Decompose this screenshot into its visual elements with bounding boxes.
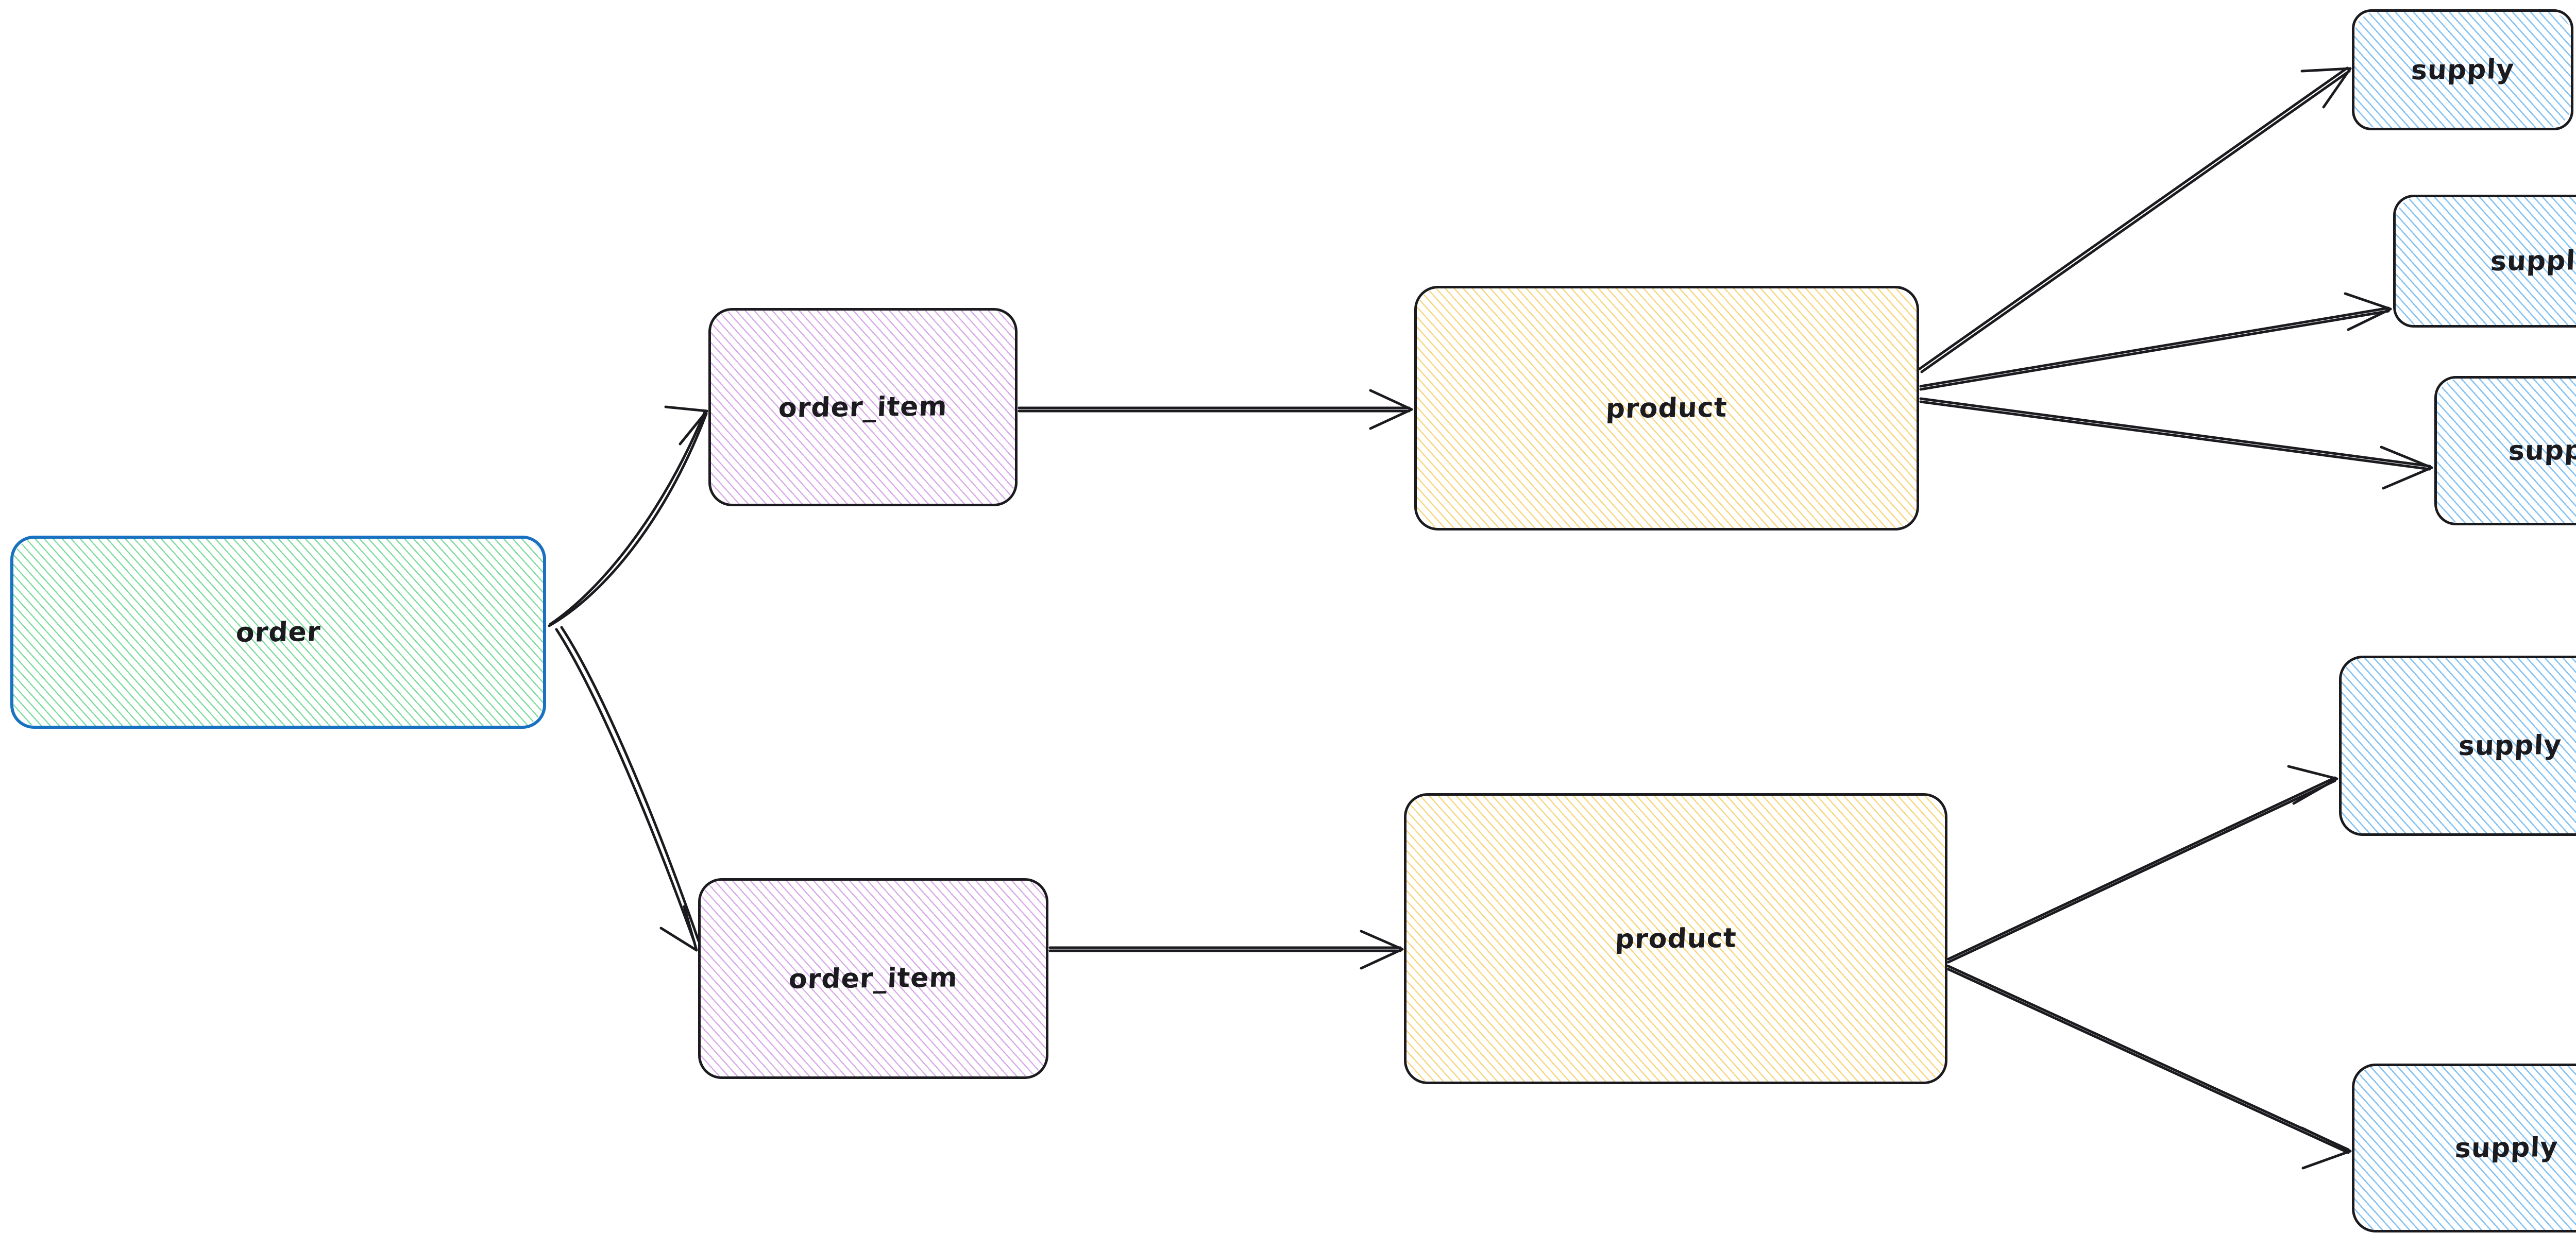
edge-product-2-to-supply-5 (1947, 965, 2352, 1170)
node-label: order (235, 616, 321, 648)
node-label: product (1605, 392, 1728, 424)
node-supply-4[interactable]: supply (2339, 656, 2576, 836)
node-order-item-1[interactable]: order_item (708, 308, 1018, 506)
edge-order-item-1-to-product-1 (1018, 389, 1413, 430)
node-label: product (1614, 922, 1737, 955)
node-fill-hatch (2342, 658, 2576, 833)
node-supply-3[interactable]: supply (2434, 376, 2576, 525)
node-label: supply (2410, 54, 2515, 86)
node-supply-2[interactable]: supply (2393, 195, 2576, 328)
node-label: order_item (788, 962, 959, 995)
node-order[interactable]: order (10, 536, 546, 729)
node-fill-hatch (2437, 379, 2576, 523)
node-label: supply (2507, 434, 2576, 467)
edge-product-1-to-supply-2 (1919, 292, 2392, 391)
node-fill-hatch (701, 881, 1046, 1076)
node-order-item-2[interactable]: order_item (698, 878, 1048, 1079)
edge-product-1-to-supply-1 (1918, 66, 2352, 373)
edge-order-to-order-item-1 (548, 405, 708, 627)
node-label: supply (2489, 245, 2576, 278)
edge-product-1-to-supply-3 (1919, 397, 2433, 490)
node-fill-hatch (2354, 1066, 2576, 1230)
node-fill-hatch (711, 311, 1015, 504)
node-supply-5[interactable]: supply (2352, 1064, 2576, 1232)
node-label: order_item (777, 390, 948, 424)
node-label: supply (2454, 1132, 2559, 1164)
node-product-1[interactable]: product (1414, 286, 1919, 530)
node-product-2[interactable]: product (1404, 793, 1947, 1084)
edge-order-item-2-to-product-2 (1048, 930, 1404, 970)
node-supply-1[interactable]: supply (2352, 9, 2573, 130)
edge-order-to-order-item-2 (555, 626, 700, 952)
node-fill-hatch (2354, 12, 2571, 128)
edge-product-2-to-supply-4 (1947, 765, 2338, 964)
node-fill-hatch (2396, 197, 2576, 325)
node-fill-hatch (1417, 288, 1917, 528)
node-fill-hatch (1406, 796, 1945, 1082)
node-label: supply (2458, 729, 2563, 762)
node-fill-hatch (13, 539, 543, 726)
